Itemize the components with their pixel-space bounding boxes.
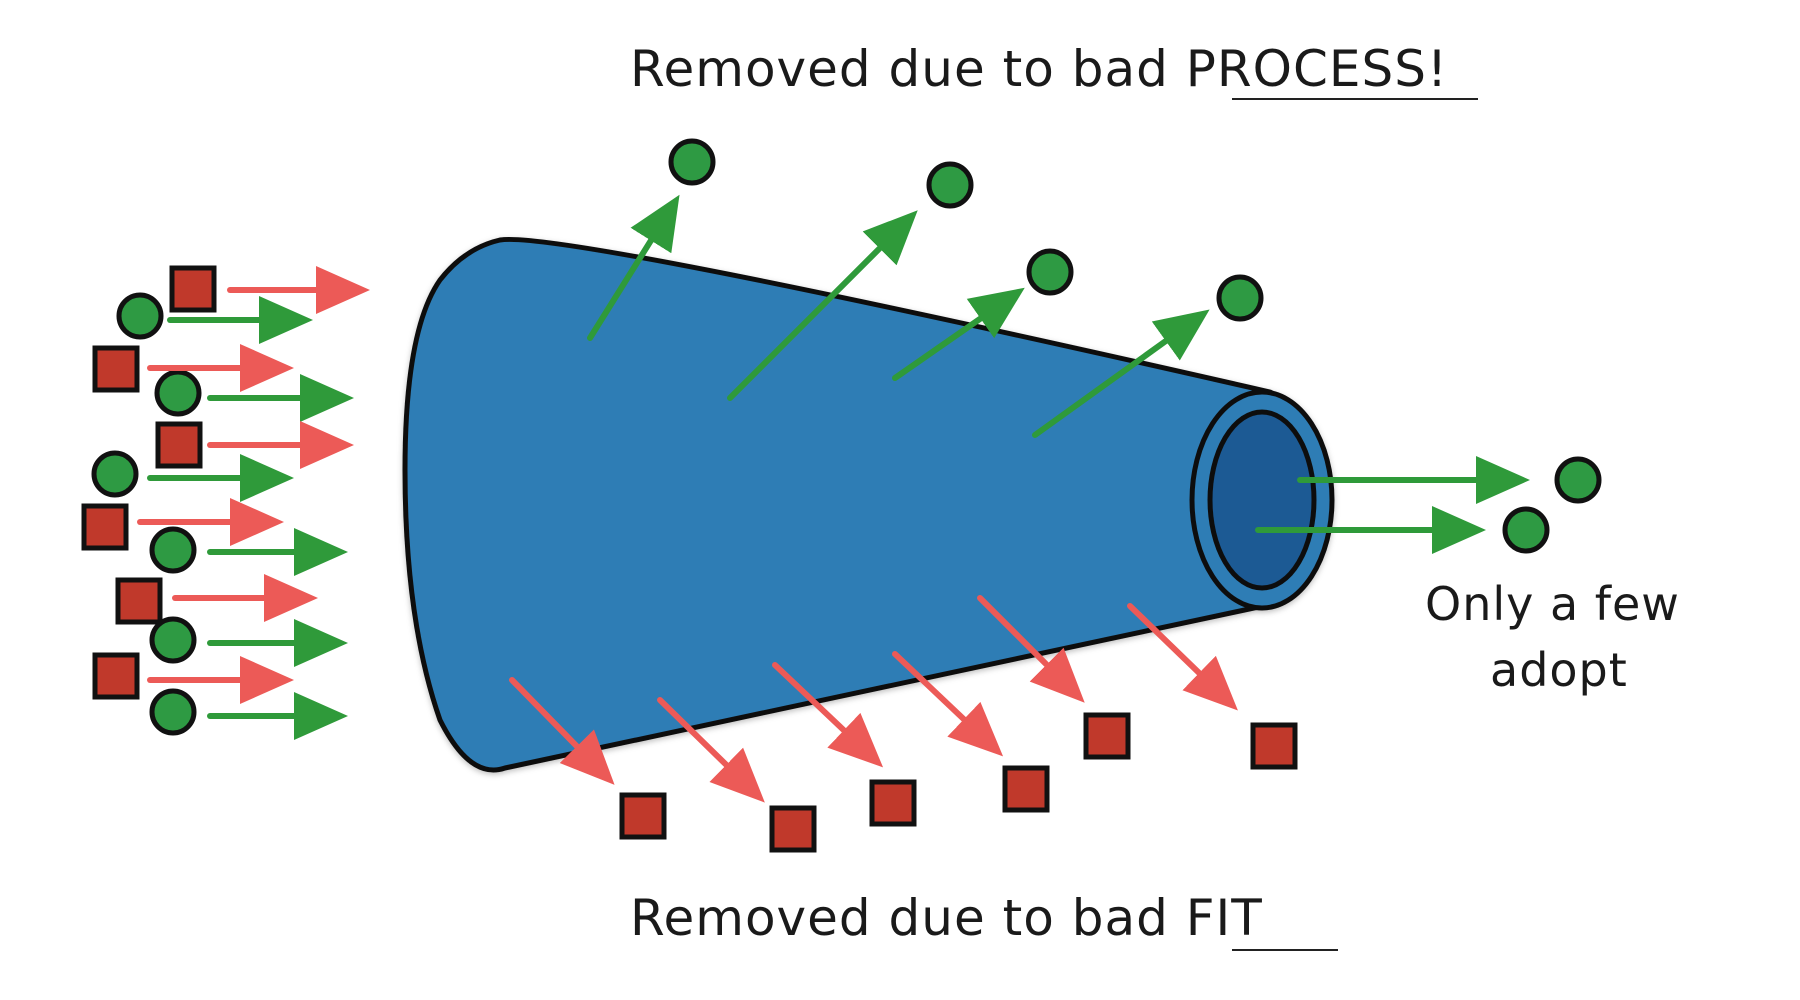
red-square-icon: [92, 652, 140, 700]
funnel-throat: [1207, 409, 1317, 591]
process-removed-items: [587, 138, 1264, 438]
incoming-items: [81, 265, 217, 736]
fit-removal-label: Removed due to bad FIT: [630, 889, 1263, 947]
arrow-icon: [1127, 603, 1238, 711]
arrow-icon: [1032, 309, 1210, 438]
arrow-icon: [892, 651, 1004, 757]
red-square-icon: [1250, 722, 1298, 770]
red-square-icon: [769, 805, 817, 853]
green-circle-icon: [149, 526, 197, 574]
fit-removal-emphasis: FIT: [1186, 889, 1263, 947]
fit-removed-items: [509, 595, 1298, 853]
adopt-label-line2: adopt: [1490, 643, 1628, 697]
green-circle-icon: [116, 292, 164, 340]
green-circle-icon: [926, 161, 974, 209]
red-square-icon: [1083, 712, 1131, 760]
green-circle-icon: [91, 450, 139, 498]
arrow-icon: [657, 697, 765, 803]
process-removal-label: Removed due to bad PROCESS!: [630, 40, 1448, 98]
process-removal-prefix: Removed due to bad: [630, 40, 1186, 98]
process-removal-emphasis: PROCESS!: [1186, 40, 1448, 98]
red-square-icon: [81, 503, 129, 551]
adopted-items: [1255, 456, 1602, 554]
arrow-icon: [509, 677, 615, 785]
arrow-icon: [587, 194, 680, 341]
green-circle-icon: [149, 616, 197, 664]
arrow-icon: [977, 595, 1085, 703]
green-circle-icon: [154, 369, 202, 417]
green-circle-icon: [1502, 506, 1550, 554]
adopt-label-line1: Only a few: [1425, 577, 1680, 631]
green-circle-icon: [1026, 248, 1074, 296]
arrow-icon: [892, 287, 1025, 381]
red-square-icon: [619, 792, 667, 840]
fit-removal-prefix: Removed due to bad: [630, 889, 1186, 947]
red-square-icon: [169, 265, 217, 313]
green-circle-icon: [1216, 274, 1264, 322]
green-circle-icon: [1554, 456, 1602, 504]
incoming-arrows: [137, 266, 370, 740]
arrow-icon: [727, 210, 918, 401]
green-circle-icon: [149, 688, 197, 736]
red-square-icon: [155, 421, 203, 469]
green-circle-icon: [668, 138, 716, 186]
red-square-icon: [92, 345, 140, 393]
red-square-icon: [869, 779, 917, 827]
funnel: [402, 236, 1335, 773]
arrow-icon: [772, 662, 884, 768]
red-square-icon: [115, 577, 163, 625]
red-square-icon: [1002, 765, 1050, 813]
